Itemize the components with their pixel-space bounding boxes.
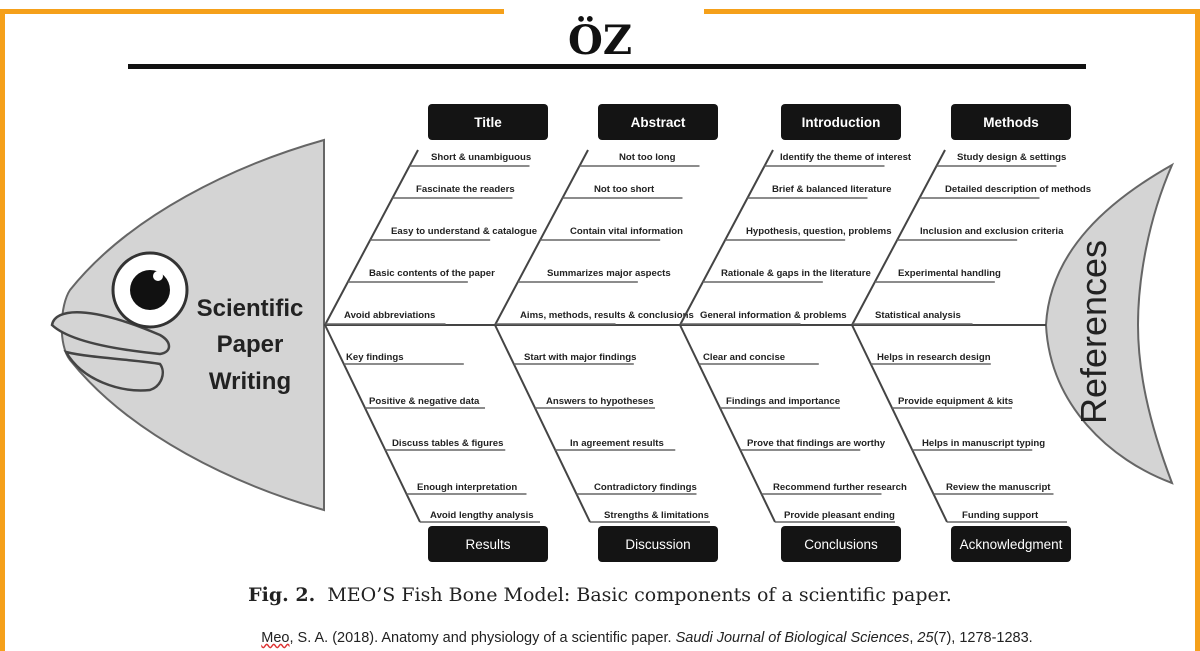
top-bone-4 [852, 150, 945, 325]
top-bone-1 [325, 150, 418, 325]
head-title-line-1: Scientific [197, 295, 304, 322]
bottom-bone-label: Helps in research design [877, 352, 991, 363]
top-bone-label: Hypothesis, question, problems [746, 226, 892, 237]
top-bone-label: Brief & balanced literature [772, 184, 891, 195]
top-bone-label: Detailed description of methods [945, 184, 1091, 195]
bottom-bone-label: Discuss tables & figures [392, 438, 503, 449]
fish-eye-pupil [130, 270, 170, 310]
top-bone-label: Summarizes major aspects [547, 268, 671, 279]
bottom-bone-label: Start with major findings [524, 352, 636, 363]
bottom-bone-label: Key findings [346, 352, 404, 363]
bottom-bone-label: Contradictory findings [594, 482, 697, 493]
caption-text: MEO’S Fish Bone Model: Basic components … [327, 584, 952, 606]
top-bone-label: Inclusion and exclusion criteria [920, 226, 1064, 237]
citation-volume: 25 [917, 630, 933, 646]
head-title-line-3: Writing [209, 368, 291, 395]
fish-eye-highlight [153, 271, 163, 281]
top-header-label: Methods [983, 115, 1039, 130]
bottom-header-label: Conclusions [804, 537, 878, 552]
bottom-bone-label: Recommend further research [773, 482, 907, 493]
top-bone-label: Contain vital information [570, 226, 683, 237]
citation-author: Meo [261, 630, 289, 646]
caption-label: Fig. 2. [248, 584, 315, 606]
citation-pages: (7), 1278-1283. [934, 630, 1033, 646]
top-bone-label: Not too short [594, 184, 655, 195]
top-bone-label: Avoid abbreviations [344, 310, 435, 321]
top-bone-label: Short & unambiguous [431, 152, 531, 163]
bottom-header-label: Discussion [625, 537, 690, 552]
top-bone-label: Fascinate the readers [416, 184, 515, 195]
bottom-bone-label: Answers to hypotheses [546, 396, 654, 407]
bottom-header-label: Results [465, 537, 510, 552]
figure-caption: Fig. 2. MEO’S Fish Bone Model: Basic com… [0, 584, 1200, 606]
bottom-bone-label: Positive & negative data [369, 396, 480, 407]
bottom-bone-label: Enough interpretation [417, 482, 517, 493]
bottom-bone-label: Prove that findings are worthy [747, 438, 886, 449]
top-bone-label: Aims, methods, results & conclusions [520, 310, 694, 321]
tail-label: References [1073, 240, 1114, 424]
bottom-header-label: Acknowledgment [960, 537, 1063, 552]
bottom-bone-label: Provide pleasant ending [784, 510, 895, 521]
top-bone-label: Rationale & gaps in the literature [721, 268, 871, 279]
citation-journal: Saudi Journal of Biological Sciences [676, 630, 910, 646]
bottom-bone-label: Funding support [962, 510, 1039, 521]
bottom-bone-label: Avoid lengthy analysis [430, 510, 534, 521]
top-bone-label: Easy to understand & catalogue [391, 226, 537, 237]
top-bone-label: Experimental handling [898, 268, 1001, 279]
bottom-bone-label: In agreement results [570, 438, 664, 449]
bottom-bone-label: Review the manuscript [946, 482, 1051, 493]
citation: Meo, S. A. (2018). Anatomy and physiolog… [0, 630, 1200, 646]
top-bone-2 [495, 150, 588, 325]
top-bone-label: Study design & settings [957, 152, 1066, 163]
bottom-bone-label: Helps in manuscript typing [922, 438, 1045, 449]
top-bone-label: General information & problems [700, 310, 847, 321]
top-header-label: Title [474, 115, 502, 130]
top-bone-label: Basic contents of the paper [369, 268, 495, 279]
top-header-label: Introduction [802, 115, 881, 130]
bottom-bone-label: Provide equipment & kits [898, 396, 1013, 407]
citation-rest: , S. A. (2018). Anatomy and physiology o… [290, 630, 676, 646]
top-bone-3 [680, 150, 773, 325]
top-bone-label: Statistical analysis [875, 310, 961, 321]
top-bone-label: Not too long [619, 152, 676, 163]
bottom-bone-label: Findings and importance [726, 396, 840, 407]
bottom-bone-label: Strengths & limitations [604, 510, 709, 521]
bottom-bone-label: Clear and concise [703, 352, 785, 363]
top-bone-label: Identify the theme of interest [780, 152, 912, 163]
top-header-label: Abstract [631, 115, 686, 130]
head-title-line-2: Paper [217, 331, 284, 358]
